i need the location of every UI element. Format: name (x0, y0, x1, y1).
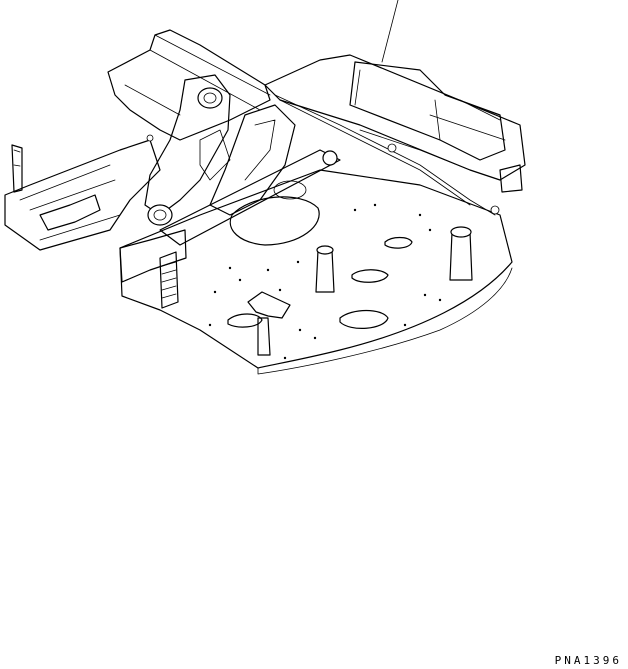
step-ladder (159, 251, 179, 309)
left-deck (4, 139, 161, 251)
slot-left-bottom (227, 313, 263, 328)
right-frame (264, 54, 526, 181)
mount-hole (146, 134, 154, 142)
swing-opening (229, 196, 320, 246)
left-deck-cutout (39, 194, 101, 231)
clip-fitting-2 (490, 205, 500, 215)
post-center-top (316, 245, 334, 255)
left-deck-inner (19, 164, 121, 241)
boom-pin-upper-bore (203, 92, 217, 104)
boom-pin-lower-bore (153, 209, 167, 221)
front-skirt (119, 229, 187, 283)
floor-plate-edge (257, 267, 513, 375)
left-bracket-detail (13, 149, 21, 167)
swing-bracket (144, 74, 231, 216)
right-tank-lines (354, 69, 506, 141)
hose-line-2 (359, 129, 501, 181)
slot-right (384, 236, 413, 249)
step-rungs (161, 261, 177, 299)
cross-beam (159, 149, 341, 246)
swivel-fitting (322, 150, 338, 166)
post-right-top (450, 226, 472, 238)
clip-fitting (387, 143, 397, 153)
hose-line (274, 94, 496, 216)
post-front (257, 317, 271, 356)
upper-left-frame-line (124, 34, 271, 116)
post-right (449, 231, 473, 281)
floor-plate (119, 169, 513, 369)
post-center (315, 249, 335, 293)
floor-bracket (247, 291, 291, 319)
leader-line (381, 0, 399, 63)
upper-left-frame (107, 29, 271, 141)
drawing-code: PNA1396 (554, 654, 622, 667)
slot-front (339, 309, 389, 329)
bolt-holes (208, 203, 442, 360)
right-step (499, 164, 523, 193)
slot-left (351, 269, 389, 283)
swing-bearing (273, 180, 307, 200)
left-bracket (11, 144, 23, 193)
center-web-line (199, 119, 276, 181)
right-tank (349, 61, 506, 161)
